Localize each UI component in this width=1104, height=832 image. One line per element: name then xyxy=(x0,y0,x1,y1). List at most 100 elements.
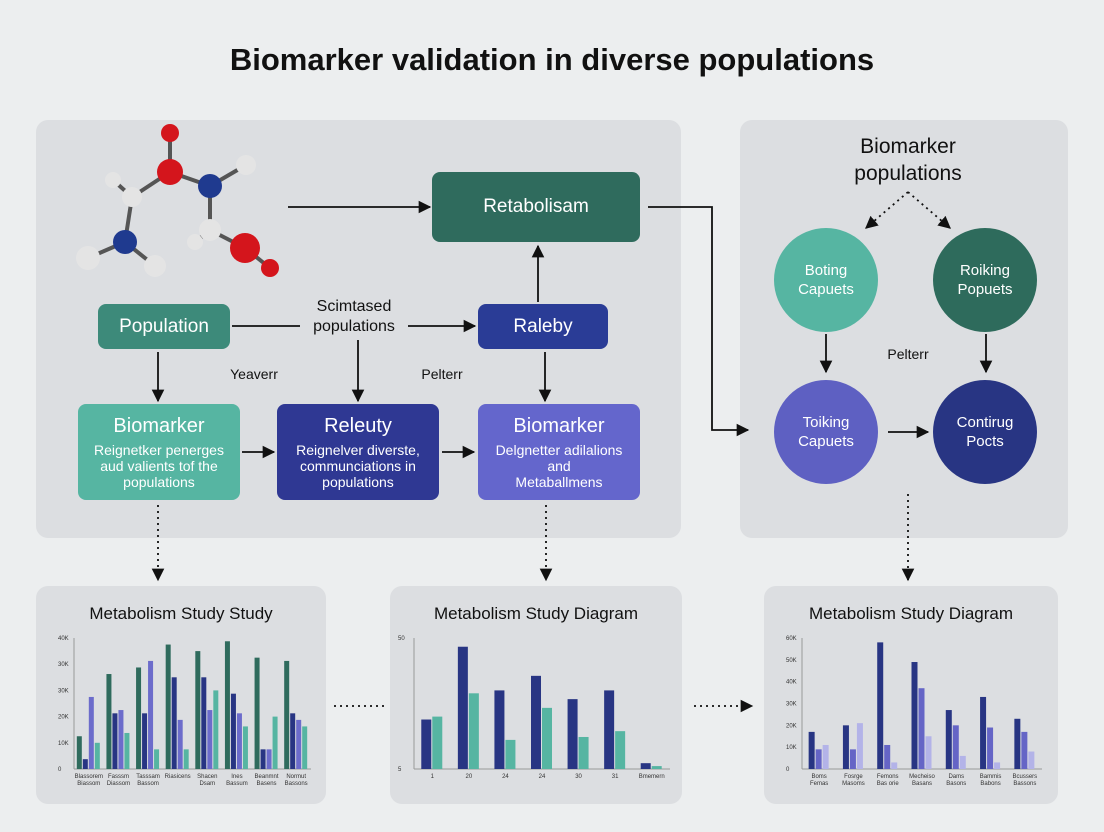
x-tick-label: Basons xyxy=(946,781,966,787)
right-pelterr-label: Pelterr xyxy=(887,346,929,362)
bar xyxy=(877,642,884,769)
x-tick-label: 1 xyxy=(431,774,435,780)
biomarker-node-2: Biomarker Delgnetter adilalions and Meta… xyxy=(478,404,640,500)
bar xyxy=(651,766,662,769)
x-tick-label: Fasssm xyxy=(108,774,129,780)
bar xyxy=(88,696,94,769)
x-tick-label: Diassom xyxy=(107,781,130,787)
x-tick-label: Mecheiso xyxy=(909,774,935,780)
biomarker-node-1: Biomarker Reignetker penerges aud valien… xyxy=(78,404,240,500)
y-tick-label: 30K xyxy=(58,662,69,668)
x-tick-label: Riasicens xyxy=(165,774,191,780)
bar xyxy=(421,719,432,769)
x-tick-label: Bassons xyxy=(285,781,308,787)
x-tick-label: Femas xyxy=(810,781,828,787)
bar xyxy=(242,726,248,769)
population-label: Population xyxy=(119,315,209,337)
bar xyxy=(842,725,849,769)
y-tick-label: 40K xyxy=(58,636,69,642)
bar xyxy=(987,727,994,769)
chart-1-title: Metabolism Study Study xyxy=(89,604,273,623)
bar xyxy=(952,725,959,769)
x-tick-label: Bammis xyxy=(980,774,1002,780)
releuty-node: Releuty Reignelver diverste, communciati… xyxy=(277,404,439,500)
bar xyxy=(154,749,160,769)
bar xyxy=(849,749,856,769)
bar xyxy=(531,675,541,769)
bar xyxy=(94,742,100,769)
bar xyxy=(815,749,822,769)
x-tick-label: Dams xyxy=(948,774,964,780)
bar xyxy=(468,693,479,769)
y-tick-label: 40K xyxy=(786,680,797,686)
x-tick-label: 20 xyxy=(466,774,473,780)
y-tick-label: 60K xyxy=(786,636,797,642)
bar xyxy=(494,690,505,769)
x-tick-label: Fosrge xyxy=(844,774,863,780)
releuty-node-desc: Reignelver diverste, communciations in p… xyxy=(296,441,420,490)
x-tick-label: Bcussers xyxy=(1013,774,1038,780)
right-panel-title: Biomarker populations xyxy=(854,135,962,185)
x-tick-label: Beanmnt xyxy=(255,774,279,780)
biomarker-node-2-title: Biomarker xyxy=(513,414,605,437)
chart-3-plot: 60K50K40K30K20K10K0BomsFemasFosrgeMasoms… xyxy=(786,636,1042,787)
bar xyxy=(808,731,815,769)
biomarker-node-2-desc: Delgnetter adilalions and Metaballmens xyxy=(495,441,623,490)
biomarker-node-1-desc: Reignetker penerges aud valients tof the… xyxy=(94,441,224,490)
y-tick-label: 5 xyxy=(398,767,402,773)
x-tick-label: Dsam xyxy=(199,781,215,787)
bar xyxy=(224,641,230,769)
metabolism-label: Retabolisam xyxy=(483,196,589,217)
x-tick-label: Shacen xyxy=(197,774,217,780)
bar xyxy=(578,736,589,769)
population-node: Population xyxy=(98,304,230,349)
bar xyxy=(296,719,302,769)
bar xyxy=(207,710,213,769)
x-tick-label: Biassom xyxy=(77,781,100,787)
chart-3-title: Metabolism Study Diagram xyxy=(808,604,1014,623)
bar xyxy=(615,731,626,769)
x-tick-label: Basens xyxy=(257,781,277,787)
bar xyxy=(165,644,171,769)
bar xyxy=(106,674,112,769)
bar xyxy=(260,749,266,769)
chart-1-plot: 40K30K30K20K10K0BlassoremBiassomFasssmDi… xyxy=(58,636,311,787)
bar xyxy=(82,759,88,769)
biomarker-node-1-title: Biomarker xyxy=(113,414,205,437)
bar xyxy=(142,713,148,769)
bar xyxy=(254,657,260,769)
x-tick-label: 30 xyxy=(575,774,582,780)
y-tick-label: 10K xyxy=(58,741,69,747)
metabolism-node: Retabolisam xyxy=(432,172,640,242)
x-tick-label: Blassorem xyxy=(75,774,103,780)
x-tick-label: Bassom xyxy=(137,781,159,787)
x-tick-label: 24 xyxy=(539,774,546,780)
bar xyxy=(959,755,966,769)
x-tick-label: Boms xyxy=(811,774,826,780)
bar xyxy=(980,696,987,769)
bar xyxy=(925,736,932,769)
x-tick-label: Bassons xyxy=(1013,781,1036,787)
circle-toiking-capuets: Toiking Capuets xyxy=(774,380,878,484)
circle-contirug-pocts: Contirug Pocts xyxy=(933,380,1037,484)
y-tick-label: 0 xyxy=(786,767,790,773)
page-title: Biomarker validation in diverse populati… xyxy=(229,42,875,77)
bar xyxy=(171,677,177,769)
bar xyxy=(236,713,242,769)
bar xyxy=(1021,731,1028,769)
y-tick-label: 0 xyxy=(58,767,62,773)
bar xyxy=(76,736,82,769)
bar xyxy=(118,710,124,769)
bar xyxy=(272,716,278,769)
x-tick-label: Bassum xyxy=(226,781,248,787)
bar xyxy=(457,646,468,769)
bar xyxy=(183,749,189,769)
bar xyxy=(822,744,829,769)
x-tick-label: Tasssam xyxy=(136,774,160,780)
bar xyxy=(994,762,1001,769)
bar xyxy=(918,688,925,769)
